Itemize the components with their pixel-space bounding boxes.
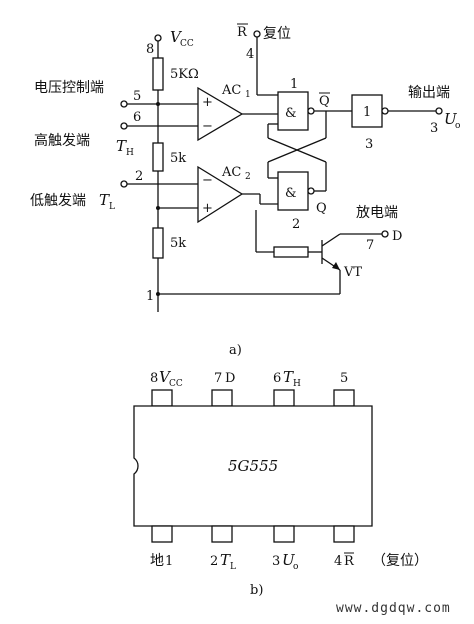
pin1-number: 1 [146,289,154,304]
gate2-number: 2 [292,217,300,232]
bottom-pin-1 [151,525,173,543]
top-pin-6 [273,389,295,407]
bottom-pin-2-label: T [220,551,231,569]
gate1-number: 1 [290,77,298,92]
pin5-number: 5 [133,89,141,104]
discharge-label: 放电端 [356,205,398,221]
top-pin-8-sub: CC [169,379,183,389]
r-label: R [237,25,248,40]
pin6-terminal [120,122,128,130]
bottom-pin-4 [333,525,355,543]
gate2-symbol: & [285,186,297,201]
bottom-pin-2-number: 2 [210,554,218,569]
resistor-r1 [152,57,164,91]
resistor-r1-value: 5KΩ [170,67,199,82]
gate3-symbol: 1 [363,105,371,120]
tl-subscript: L [109,202,115,212]
top-pin-7-label: D [225,371,235,386]
uo-label: U [444,110,458,128]
top-pin-6-sub: H [293,379,301,389]
bottom-pin-1-pre: 地 [150,553,164,569]
ac1-label: AC [221,83,241,98]
vcc-label: V [170,28,183,46]
uo-subscript: o [455,121,460,131]
figure-b-package: 8 V CC 7 D 6 T H 5 5G555 地 1 2 T L 3 U o… [133,368,428,598]
bottom-pin-3-number: 3 [272,554,280,569]
threshold-label: 高触发端 [34,132,90,149]
tl-label: T [99,191,110,209]
resistor-r3 [152,227,164,259]
vcc-pin-number: 8 [146,42,154,57]
resistor-r2-value: 5k [170,151,186,166]
bottom-pin-3-sub: o [293,562,298,572]
bottom-pin-2-sub: L [230,562,236,572]
reset-label: 复位 [263,25,291,42]
top-pin-8-label: V [159,368,172,386]
pin4-number: 4 [246,47,254,62]
chip-name: 5G555 [228,457,278,475]
top-pin-8-number: 8 [150,371,158,386]
ac1-plus: + [202,95,213,110]
vt-label: VT [343,265,362,280]
control-voltage-label: 电压控制端 [34,80,104,96]
figure-a-caption: a) [229,343,242,358]
qbar-label: Q [319,94,330,109]
bottom-pin-2 [211,525,233,543]
comparator-ac2 [197,165,244,224]
ac2-minus: − [202,173,213,188]
chip-body [133,405,373,527]
top-pin-7-number: 7 [214,371,222,386]
pin2-number: 2 [135,169,143,184]
reset-note: （复位） [372,552,428,569]
pin3-number: 3 [430,121,438,136]
ac2-label: AC [221,165,241,180]
figure-b-caption: b) [250,583,263,598]
pin2-terminal [120,180,128,188]
bottom-pin-1-number: 1 [165,554,173,569]
watermark: www.dgdqw.com [336,601,451,616]
pin6-number: 6 [133,110,141,125]
top-pin-5 [333,389,355,407]
comparator-ac1 [197,86,244,142]
resistor-r2 [152,142,164,172]
bottom-pin-3 [273,525,295,543]
figure-a-schematic: 8 V CC 5KΩ 5k 5k 电压控制端 5 + − AC 1 高触发端 6… [30,23,460,358]
vcc-subscript: CC [180,39,194,49]
bottom-pin-4-label: R [344,554,355,569]
d-label: D [392,229,402,244]
vcc-terminal [154,34,162,42]
base-resistor [273,246,309,258]
pin3-terminal [435,107,443,115]
output-label: 输出端 [408,85,450,101]
q-label: Q [316,201,327,216]
bottom-pin-3-label: U [282,551,296,569]
gate1-symbol: & [285,106,297,121]
gate3-number: 3 [365,137,373,152]
ac1-subscript: 1 [245,90,251,100]
top-pin-8 [151,389,173,407]
top-pin-5-number: 5 [340,371,348,386]
th-subscript: H [126,148,134,158]
top-pin-6-number: 6 [273,371,281,386]
ac2-plus: + [202,201,213,216]
ac1-minus: − [202,119,213,134]
nand-gate-2 [277,171,309,211]
bottom-pin-4-number: 4 [334,554,342,569]
pin7-terminal [381,230,389,238]
top-pin-6-label: T [283,368,294,386]
pin7-number: 7 [366,238,374,253]
ac2-subscript: 2 [245,172,251,182]
top-pin-7 [211,389,233,407]
not-gate-3 [351,94,383,128]
pin4-terminal [253,30,261,38]
pin5-terminal [120,100,128,108]
trigger-label: 低触发端 [30,193,86,209]
th-label: T [116,137,127,155]
resistor-r3-value: 5k [170,236,186,251]
